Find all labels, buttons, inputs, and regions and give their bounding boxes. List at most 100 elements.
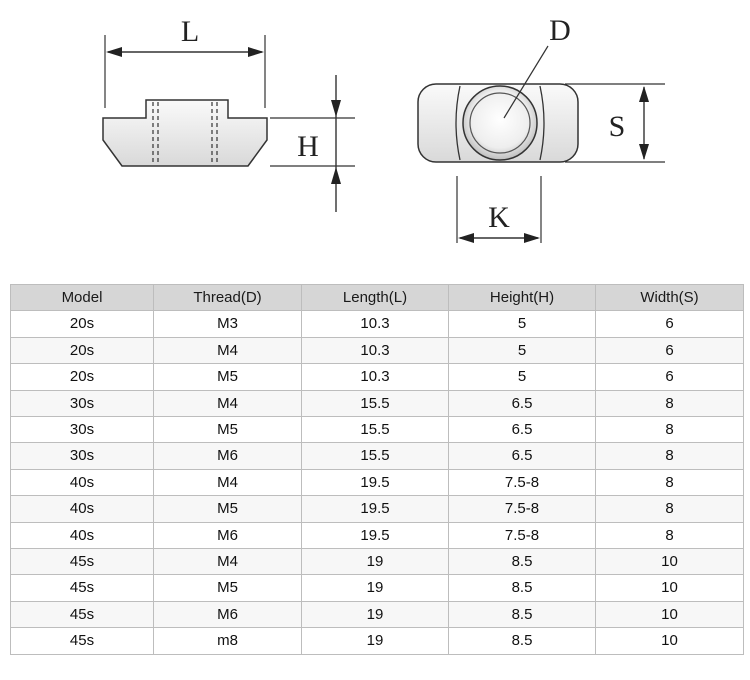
length-cell: 19.5 xyxy=(301,521,449,550)
width-cell: 6 xyxy=(595,310,744,338)
width-cell: 8 xyxy=(595,495,744,523)
length-cell: 19 xyxy=(301,627,449,655)
height-cell: 5 xyxy=(448,363,596,391)
width-cell: 6 xyxy=(595,336,744,365)
column-header-width: Width(S) xyxy=(595,283,744,312)
height-cell: 7.5-8 xyxy=(448,468,596,497)
model-cell: 45s xyxy=(10,548,154,576)
length-cell: 19 xyxy=(301,600,449,629)
thread-cell: M6 xyxy=(153,442,302,470)
model-cell: 40s xyxy=(10,495,154,523)
width-cell: 8 xyxy=(595,416,744,444)
width-cell: 10 xyxy=(595,627,744,655)
model-cell: 40s xyxy=(10,521,154,550)
length-cell: 19.5 xyxy=(301,468,449,497)
column-header-height: Height(H) xyxy=(448,283,596,312)
model-cell: 45s xyxy=(10,627,154,655)
height-cell: 6.5 xyxy=(448,389,596,418)
width-cell: 6 xyxy=(595,363,744,391)
length-label: L xyxy=(181,15,199,48)
width-cell: 10 xyxy=(595,600,744,629)
height-cell: 6.5 xyxy=(448,416,596,444)
length-cell: 19 xyxy=(301,548,449,576)
width-cell: 10 xyxy=(595,574,744,602)
arrow-down-icon xyxy=(639,144,649,160)
arrow-left-icon xyxy=(106,47,122,57)
model-cell: 20s xyxy=(10,363,154,391)
length-cell: 10.3 xyxy=(301,310,449,338)
model-cell: 45s xyxy=(10,600,154,629)
height-cell: 8.5 xyxy=(448,600,596,629)
thread-cell: M5 xyxy=(153,363,302,391)
thread-cell: M4 xyxy=(153,336,302,365)
table-header-row: Model Thread(D) Length(L) Height(H) Widt… xyxy=(10,283,744,312)
arrow-left-icon xyxy=(458,233,474,243)
length-cell: 10.3 xyxy=(301,363,449,391)
thread-cell: M4 xyxy=(153,389,302,418)
height-cell: 5 xyxy=(448,336,596,365)
drawing-canvas: L H D xyxy=(102,14,665,243)
model-cell: 30s xyxy=(10,389,154,418)
model-cell: 20s xyxy=(10,310,154,338)
height-cell: 7.5-8 xyxy=(448,521,596,550)
slot-edge-right xyxy=(539,85,545,161)
side-view: L H xyxy=(102,15,355,212)
thread-cell: M3 xyxy=(153,310,302,338)
thread-cell: M5 xyxy=(153,416,302,444)
arrow-down-icon xyxy=(331,100,341,117)
length-cell: 10.3 xyxy=(301,336,449,365)
column-header-length: Length(L) xyxy=(301,283,449,312)
model-cell: 20s xyxy=(10,336,154,365)
height-cell: 6.5 xyxy=(448,442,596,470)
threaded-hole-inner xyxy=(469,92,531,154)
column-header-thread: Thread(D) xyxy=(153,283,302,312)
model-cell: 30s xyxy=(10,442,154,470)
threaded-hole-outer xyxy=(462,85,538,161)
slot-edge-left xyxy=(455,85,461,161)
arrow-up-icon xyxy=(639,86,649,102)
height-cell: 5 xyxy=(448,310,596,338)
top-view: D S K xyxy=(417,14,665,243)
width-cell: 8 xyxy=(595,442,744,470)
thread-cell: M5 xyxy=(153,574,302,602)
length-cell: 15.5 xyxy=(301,442,449,470)
model-cell: 45s xyxy=(10,574,154,602)
width-cell: 10 xyxy=(595,548,744,576)
thread-cell: m8 xyxy=(153,627,302,655)
width-cell: 8 xyxy=(595,468,744,497)
thread-label: D xyxy=(549,14,571,47)
specification-table: Model Thread(D) Length(L) Height(H) Widt… xyxy=(10,283,744,655)
model-cell: 40s xyxy=(10,468,154,497)
arrow-right-icon xyxy=(248,47,264,57)
width-cell: 8 xyxy=(595,389,744,418)
thread-cell: M6 xyxy=(153,600,302,629)
height-cell: 8.5 xyxy=(448,574,596,602)
arrow-right-icon xyxy=(524,233,540,243)
thread-cell: M4 xyxy=(153,468,302,497)
nut-side-profile xyxy=(102,99,268,167)
arrow-up-icon xyxy=(331,167,341,184)
thread-cell: M6 xyxy=(153,521,302,550)
technical-drawings: L H D xyxy=(0,0,750,270)
slot-label: K xyxy=(488,201,510,234)
length-cell: 19.5 xyxy=(301,495,449,523)
height-cell: 8.5 xyxy=(448,627,596,655)
column-header-model: Model xyxy=(10,283,154,312)
model-cell: 30s xyxy=(10,416,154,444)
thread-cell: M4 xyxy=(153,548,302,576)
side-label: S xyxy=(609,110,626,143)
height-cell: 7.5-8 xyxy=(448,495,596,523)
